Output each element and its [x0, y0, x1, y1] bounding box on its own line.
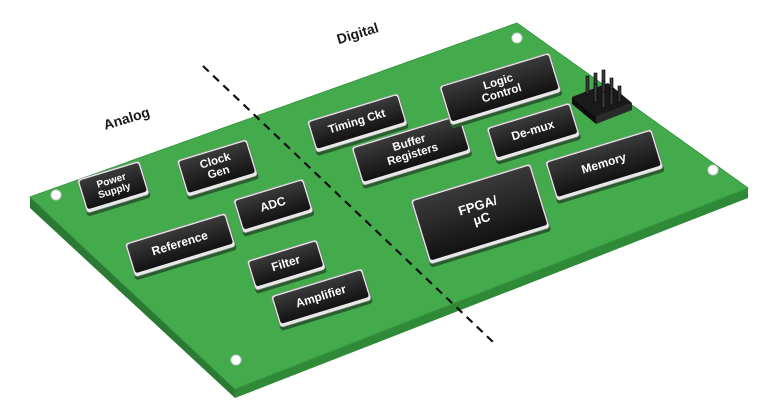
mounting-hole-bottom-left: [230, 354, 242, 366]
timing-ckt-chip-body: [309, 95, 405, 149]
power-supply-chip-body: [79, 163, 147, 209]
adc-chip-body: [235, 181, 311, 229]
fpga-uc-chip-body: [413, 166, 547, 260]
analog-region-label: Analog: [102, 104, 152, 133]
logic-control-chip-body: [441, 55, 559, 121]
mounting-hole-bottom-right: [707, 164, 719, 176]
amplifier-chip: Amplifier: [271, 268, 373, 331]
de-mux-chip: De-mux: [487, 102, 581, 165]
analog-digital-divider: [202, 65, 494, 343]
board-edge: [30, 197, 235, 398]
fpga-uc-label-line-2: µC: [471, 209, 492, 228]
adc-chip: ADC: [233, 178, 315, 237]
reference-chip-body: [127, 215, 233, 273]
fpga-uc-chip: FPGA/µC: [411, 164, 551, 268]
mounting-hole-top-left: [50, 189, 62, 201]
buffer-registers-chip-body: [353, 116, 469, 182]
digital-region-label: Digital: [335, 19, 381, 47]
board-edge-front: [235, 188, 748, 398]
timing-ckt-chip: Timing Ckt: [307, 93, 409, 156]
memory-chip-body: [547, 131, 661, 197]
clock-gen-chip-body: [179, 141, 255, 193]
header-pins: [572, 69, 632, 124]
reference-chip: Reference: [125, 213, 237, 280]
memory-chip: Memory: [545, 129, 665, 204]
amplifier-chip-body: [273, 270, 369, 324]
filter-chip-body: [249, 241, 323, 287]
mounting-hole-top-right: [511, 32, 523, 44]
de-mux-chip-body: [489, 104, 577, 158]
filter-chip: Filter: [247, 239, 327, 294]
